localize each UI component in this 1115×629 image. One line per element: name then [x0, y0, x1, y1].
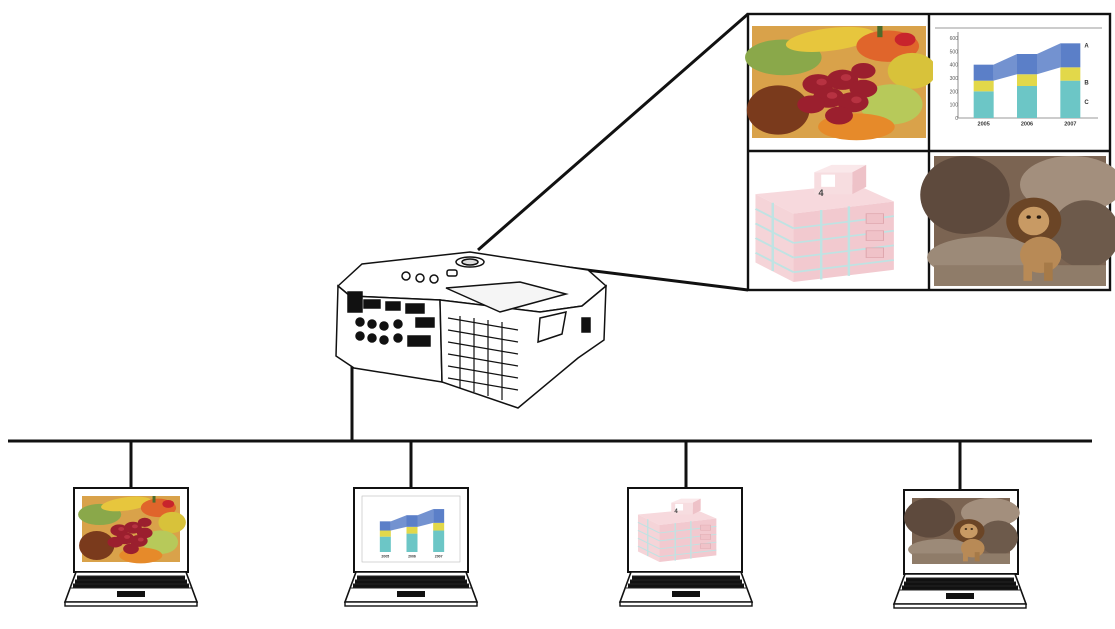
- chart-band: [1037, 43, 1061, 75]
- chart-series-marker: B: [1084, 81, 1089, 87]
- laptop-4: [893, 489, 1027, 609]
- chart-y-tick: 100: [950, 103, 959, 109]
- projected-lion-photo: [920, 156, 1115, 286]
- chart-bar-c: [973, 91, 994, 118]
- projected-brick-building: [750, 158, 927, 284]
- chart-bar-b: [379, 530, 391, 537]
- laptop-3-screen-building: [635, 495, 735, 563]
- laptop-3: 4: [619, 487, 753, 607]
- chart-series-marker: C: [1084, 100, 1089, 106]
- chart-x-label: 2005: [978, 122, 990, 128]
- chart-bar-c: [379, 536, 391, 552]
- laptop-3-building-number: 4: [674, 509, 678, 515]
- chart-bar-b: [406, 526, 418, 534]
- laptop-2-screen-chart: 2005 2006 2007: [361, 495, 461, 563]
- chart-x-label: 2007: [435, 555, 443, 559]
- laptop-1: [64, 487, 198, 607]
- chart-y-tick: 600: [950, 36, 959, 42]
- chart-bar-a: [379, 521, 391, 531]
- chart-bar-b: [973, 80, 994, 92]
- chart-bar-a: [406, 515, 418, 527]
- laptop-1-screen-fruit: [78, 493, 186, 564]
- chart-bar-a: [1060, 43, 1081, 68]
- chart-bar-c: [1017, 86, 1037, 118]
- projected-building-number: 4: [818, 188, 823, 198]
- laptop-2: 2005 2006 2007: [344, 487, 478, 607]
- chart-x-label: 2005: [381, 555, 389, 559]
- chart-bar-b: [1017, 74, 1037, 86]
- chart-y-tick: 500: [950, 49, 959, 55]
- chart-bar-c: [433, 530, 445, 552]
- projector: [335, 251, 608, 409]
- chart-x-label: 2007: [1064, 122, 1076, 128]
- chart-y-tick: 200: [950, 89, 959, 95]
- projected-bar-chart: 600 500 400 300 200 100 0 2005 2006 2007 A B C: [933, 18, 1106, 148]
- chart-band: [390, 515, 407, 531]
- chart-bar-b: [1060, 67, 1081, 81]
- chart-y-tick: 300: [950, 76, 959, 82]
- chart-bar-a: [433, 509, 445, 523]
- chart-series-marker: A: [1084, 43, 1089, 49]
- chart-x-label: 2006: [1021, 122, 1033, 128]
- chart-y-tick: 400: [950, 63, 959, 69]
- chart-band: [993, 54, 1017, 81]
- chart-bar-a: [1017, 54, 1037, 75]
- chart-bar-b: [433, 522, 445, 531]
- projected-screen: 600 500 400 300 200 100 0 2005 2006 2007 A B C 4: [745, 12, 1115, 292]
- laptop-4-screen-lion: [904, 498, 1020, 564]
- projected-fruit-photo: [745, 22, 937, 141]
- projection-beam-top: [477, 12, 749, 252]
- chart-y-tick: 0: [955, 116, 958, 122]
- chart-bar-a: [973, 64, 994, 81]
- chart-band: [417, 509, 434, 527]
- chart-bar-c: [1060, 80, 1081, 118]
- chart-bar-c: [406, 533, 418, 552]
- chart-x-label: 2006: [408, 555, 416, 559]
